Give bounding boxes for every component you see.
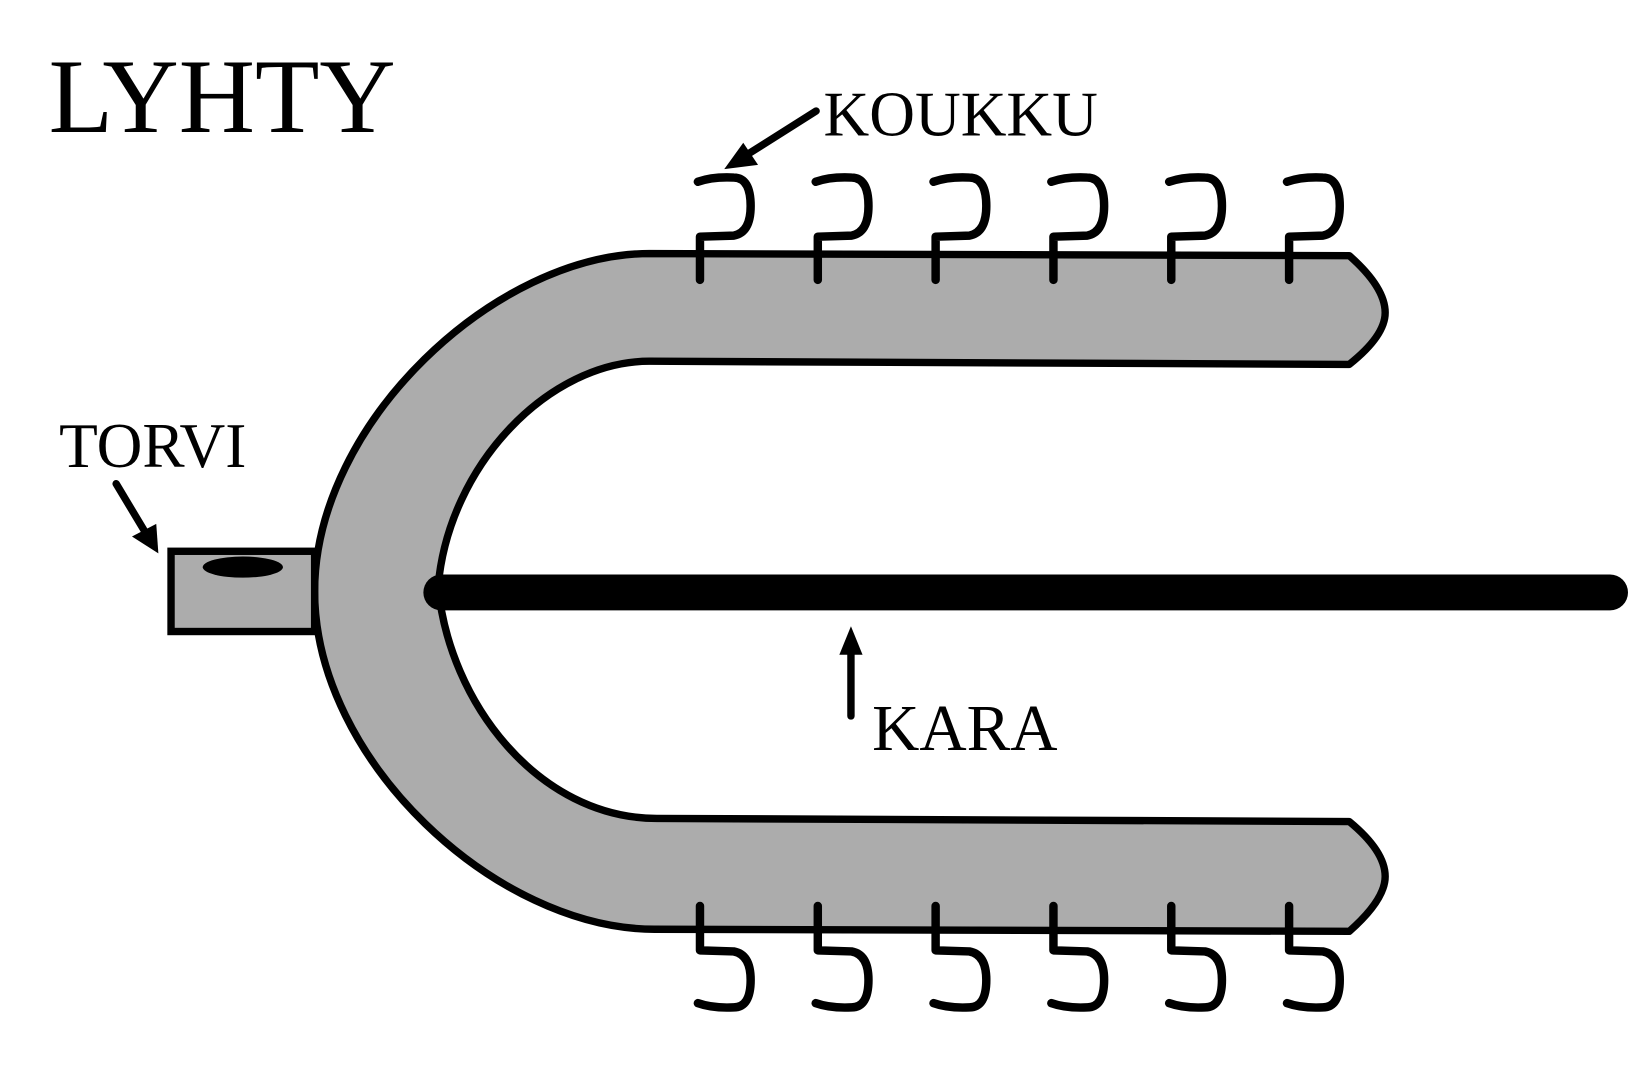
koukku-arrow (724, 107, 820, 170)
hook-top (1164, 173, 1227, 285)
label-koukku: KOUKKU (824, 79, 1098, 149)
hook-top (929, 173, 991, 285)
hook-bottom (693, 901, 755, 1012)
torvi-tube (167, 547, 319, 636)
hook-top (693, 173, 755, 285)
hook-bottom (1282, 901, 1344, 1012)
hook-bottom (929, 901, 991, 1012)
hook-top (1047, 173, 1109, 285)
hook-top (1282, 173, 1344, 285)
torvi-hole (202, 556, 283, 578)
hook-bottom (1164, 901, 1227, 1012)
hook-bottom (1047, 901, 1109, 1012)
diagram-title: LYHTY (49, 38, 396, 155)
kara-arrow (839, 626, 863, 720)
torvi-arrow (112, 480, 159, 554)
label-kara: KARA (872, 693, 1057, 765)
label-torvi: TORVI (59, 411, 246, 481)
hook-top (811, 173, 873, 285)
hook-bottom (811, 901, 873, 1012)
